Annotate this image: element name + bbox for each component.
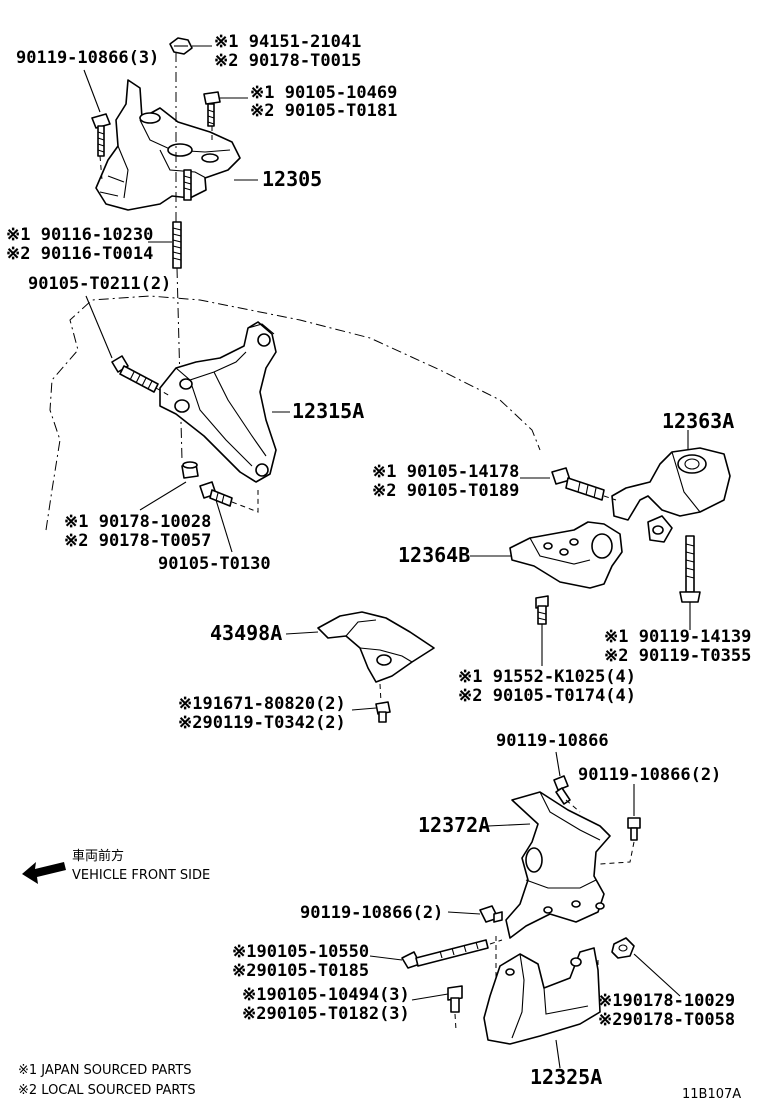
label-90105-10469: ※1 90105-10469 [250,83,397,103]
label-91552-K1025-4: ※1 91552-K1025(4) [458,667,636,687]
bolt-10494-icon [447,985,463,1013]
label-90178-10028: ※1 90178-10028 [64,512,211,532]
label-12305: 12305 [262,167,322,191]
label-90178-T0057: ※2 90178-T0057 [64,531,211,551]
label-90105-T0185: ※290105-T0185 [232,961,369,981]
label-90119-T0355: ※2 90119-T0355 [604,646,751,666]
label-91671-80820-2: ※191671-80820(2) [178,694,346,714]
bolt-12372-left-icon [479,905,503,923]
nut-bracket-icon [181,461,199,479]
label-12325A: 12325A [530,1065,602,1089]
bolt-bracket-bottom-icon [199,481,233,507]
engine-outline [45,295,541,531]
label-90119-10866-single: 90119-10866 [496,731,609,751]
bolt-bracket-left-icon [111,355,159,393]
bracket-12325A [483,947,601,1045]
label-90105-T0174-4: ※2 90105-T0174(4) [458,686,636,706]
label-12372A: 12372A [418,813,490,837]
bolt-left-top-icon [91,113,111,157]
label-90178-T0058: ※290178-T0058 [598,1010,735,1030]
direction-label-english: VEHICLE FRONT SIDE [72,868,210,883]
bracket-12315A [159,321,277,483]
bolt-14178-icon [551,467,605,501]
label-90105-T0211-2: 90105-T0211(2) [28,274,171,294]
label-90119-10866-2-right: 90119-10866(2) [578,765,721,785]
label-12364B: 12364B [398,543,470,567]
figure-id: 11B107A [682,1087,741,1102]
bracket-12372A [505,791,611,939]
label-12315A: 12315A [292,399,364,423]
engine-mount-12305 [95,79,241,211]
nut-10029-icon [611,937,635,959]
label-90178-10029: ※190178-10029 [598,991,735,1011]
label-90116-T0014: ※2 90116-T0014 [6,244,153,264]
direction-label-japanese: 車両前方 [72,848,124,864]
label-43498A: 43498A [210,621,282,645]
cover-43498A [317,611,435,683]
label-90119-10866-3: 90119-10866(3) [16,48,159,68]
label-90105-T0189: ※2 90105-T0189 [372,481,519,501]
label-90105-T0130: 90105-T0130 [158,554,271,574]
label-90105-10550: ※190105-10550 [232,942,369,962]
label-90105-10494-3: ※190105-10494(3) [242,985,410,1005]
legend-local-sourced: ※2 LOCAL SOURCED PARTS [18,1083,196,1098]
label-90119-14139: ※1 90119-14139 [604,627,751,647]
label-90119-10866-2-left: 90119-10866(2) [300,903,443,923]
label-90116-10230: ※1 90116-10230 [6,225,153,245]
bolt-91552-icon [535,595,549,625]
bolt-14139-icon [679,535,701,603]
label-90178-T0015: ※2 90178-T0015 [214,51,361,71]
label-90105-14178: ※1 90105-14178 [372,462,519,482]
label-12363A: 12363A [662,409,734,433]
bracket-12364B [509,521,623,589]
mount-12363A [611,447,731,543]
bolt-91671-icon [375,701,391,723]
long-bolt-icon [401,939,489,969]
bolt-12372-right-icon [627,817,641,841]
nut-top-icon [169,37,193,55]
label-94151-21041: ※1 94151-21041 [214,32,361,52]
label-90119-T0342-2: ※290119-T0342(2) [178,713,346,733]
bolt-right-top-icon [203,91,221,127]
leader-lines [83,45,691,1069]
legend-japan-sourced: ※1 JAPAN SOURCED PARTS [18,1063,192,1078]
bolt-12372-top-icon [553,775,571,805]
label-90105-T0181: ※2 90105-T0181 [250,101,397,121]
label-90105-T0182-3: ※290105-T0182(3) [242,1004,410,1024]
vehicle-front-arrow-icon [22,862,66,884]
